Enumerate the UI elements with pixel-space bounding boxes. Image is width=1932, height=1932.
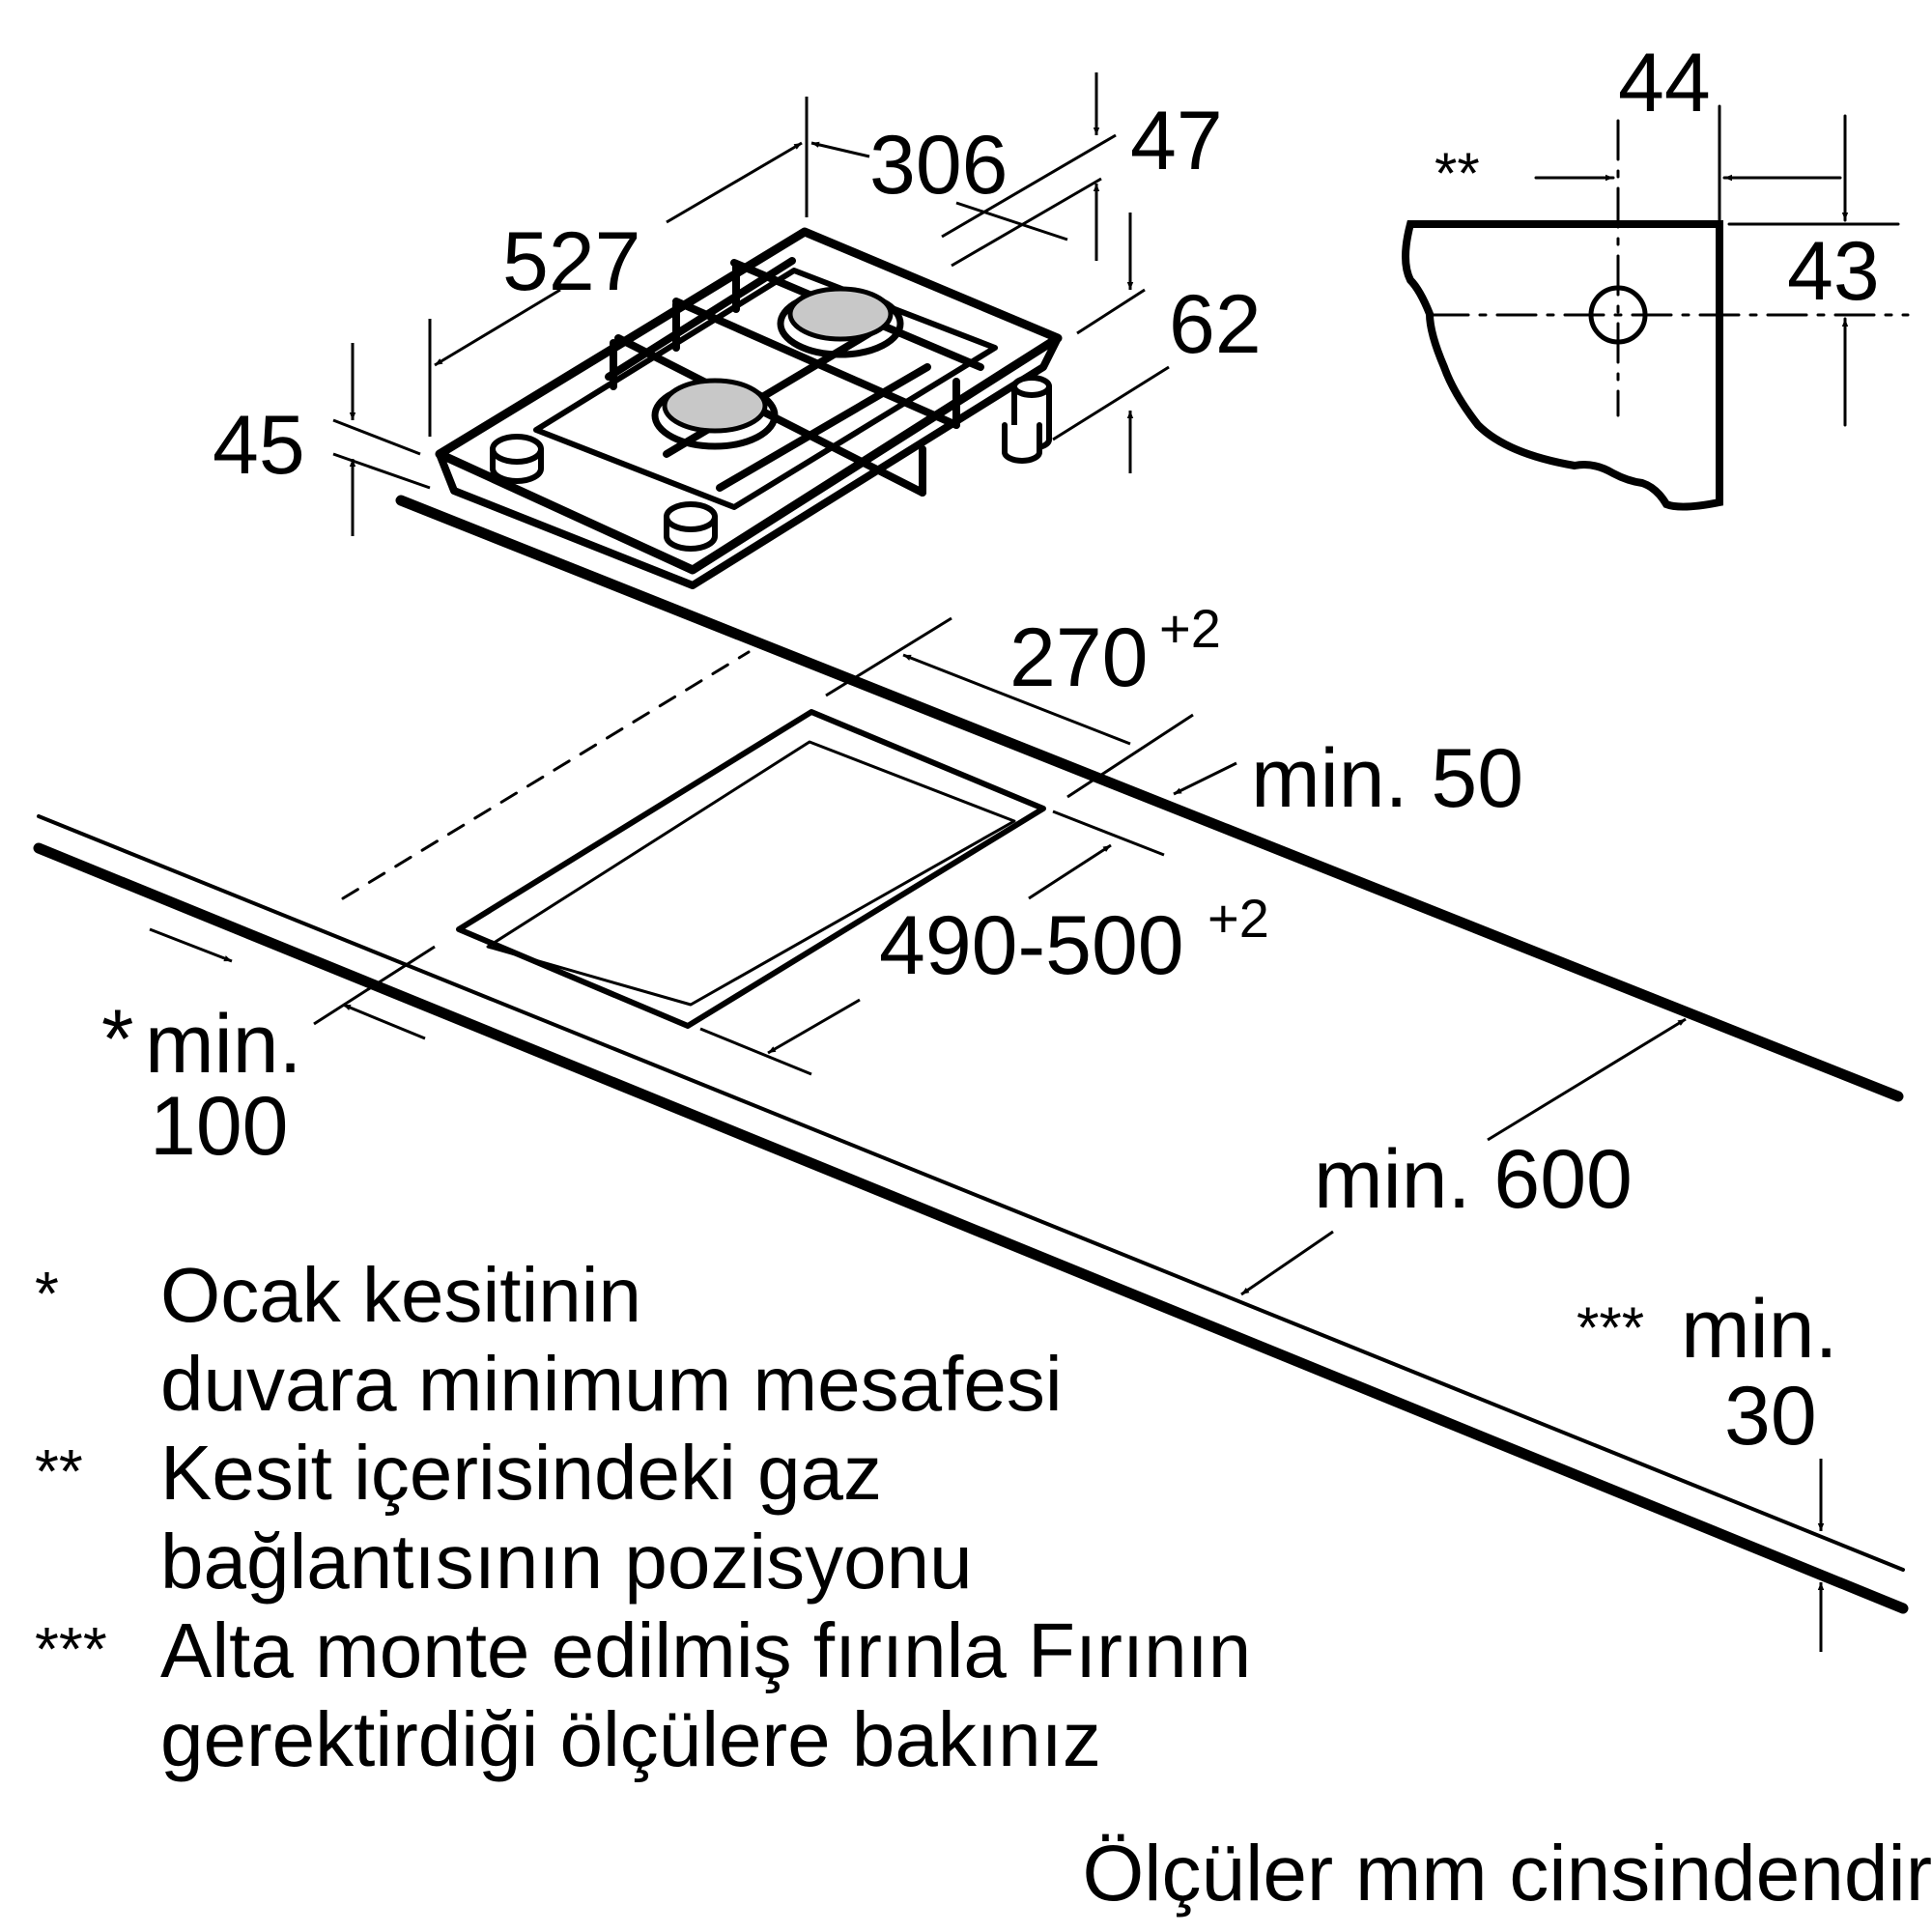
label-62: 62 xyxy=(1169,278,1262,371)
label-47: 47 xyxy=(1130,95,1223,187)
note-1-line-1: Ocak kesitinin xyxy=(160,1252,641,1338)
label-45: 45 xyxy=(213,399,305,492)
note-1-line-2: duvara minimum mesafesi xyxy=(160,1341,1063,1427)
label-43: 43 xyxy=(1787,225,1880,318)
note-3: *** Alta monte edilmiş fırınla Fırının g… xyxy=(35,1606,1870,1784)
dim-line-306 xyxy=(810,141,870,158)
hob-inner-pan xyxy=(533,268,998,510)
label-min-50: min. 50 xyxy=(1251,732,1523,825)
label-306: 306 xyxy=(869,119,1009,212)
note-3-mark: *** xyxy=(35,1614,107,1684)
note-2-text: Kesit içerisindeki gaz bağlantısının poz… xyxy=(160,1429,973,1606)
label-min-30-line1: min. xyxy=(1681,1283,1837,1376)
label-min-100-line1: min. xyxy=(145,998,301,1091)
dim-line-270 xyxy=(902,653,1131,746)
note-2: ** Kesit içerisindeki gaz bağlantısının … xyxy=(35,1429,1870,1606)
detail-section-outline xyxy=(1402,220,1723,511)
dim-line-527 xyxy=(666,141,803,224)
control-knob-left xyxy=(490,434,544,484)
label-triple-asterisk: *** xyxy=(1577,1295,1644,1360)
hob-dimension-lines xyxy=(332,72,1170,536)
label-double-asterisk: ** xyxy=(1435,141,1480,206)
gas-connector xyxy=(1002,375,1052,464)
note-3-line-1: Alta monte edilmiş fırınla Fırının xyxy=(160,1607,1252,1693)
worktop xyxy=(33,495,1909,1614)
side-wall-dashed xyxy=(341,650,751,900)
gas-connection-detail xyxy=(1402,104,1910,511)
gas-hob-illustration xyxy=(435,227,1063,589)
control-knob-right xyxy=(664,501,718,552)
label-490-500: 490-500 xyxy=(879,899,1184,992)
label-side-asterisk: * xyxy=(101,993,133,1086)
label-min-600: min. 600 xyxy=(1314,1133,1633,1226)
label-min-100-line2: 100 xyxy=(150,1080,289,1173)
units-note: Ölçüler mm cinsindendir xyxy=(1082,1830,1932,1918)
note-2-line-1: Kesit içerisindeki gaz xyxy=(160,1430,882,1516)
worktop-back-edge xyxy=(395,495,1904,1102)
label-527: 527 xyxy=(502,215,641,308)
burner-front xyxy=(651,378,779,450)
note-3-line-2: gerektirdiği ölçülere bakınız xyxy=(160,1696,1101,1782)
note-2-line-2: bağlantısının pozisyonu xyxy=(160,1519,973,1605)
label-490-500-tolerance: +2 xyxy=(1208,888,1269,949)
cutout-outline xyxy=(456,709,1046,1029)
note-1-text: Ocak kesitinin duvara minimum mesafesi xyxy=(160,1251,1063,1429)
note-2-mark: ** xyxy=(35,1436,83,1506)
label-44: 44 xyxy=(1618,37,1711,129)
label-270-tolerance: +2 xyxy=(1159,598,1221,659)
cutout-dimension-lines xyxy=(149,616,1825,1652)
worktop-front-top-edge xyxy=(37,814,1905,1572)
notes-legend: * Ocak kesitinin duvara minimum mesafesi… xyxy=(35,1251,1870,1784)
dim-line-600 xyxy=(1487,1017,1687,1142)
worktop-front-bottom-edge xyxy=(33,842,1909,1614)
note-1-mark: * xyxy=(35,1259,59,1328)
note-1: * Ocak kesitinin duvara minimum mesafesi xyxy=(35,1251,1870,1429)
dim-line-490-500 xyxy=(1028,843,1112,900)
burner-rear xyxy=(777,286,904,358)
label-min-30-line2: 30 xyxy=(1724,1370,1817,1463)
note-3-text: Alta monte edilmiş fırınla Fırının gerek… xyxy=(160,1606,1251,1784)
label-270: 270 xyxy=(1009,611,1149,704)
